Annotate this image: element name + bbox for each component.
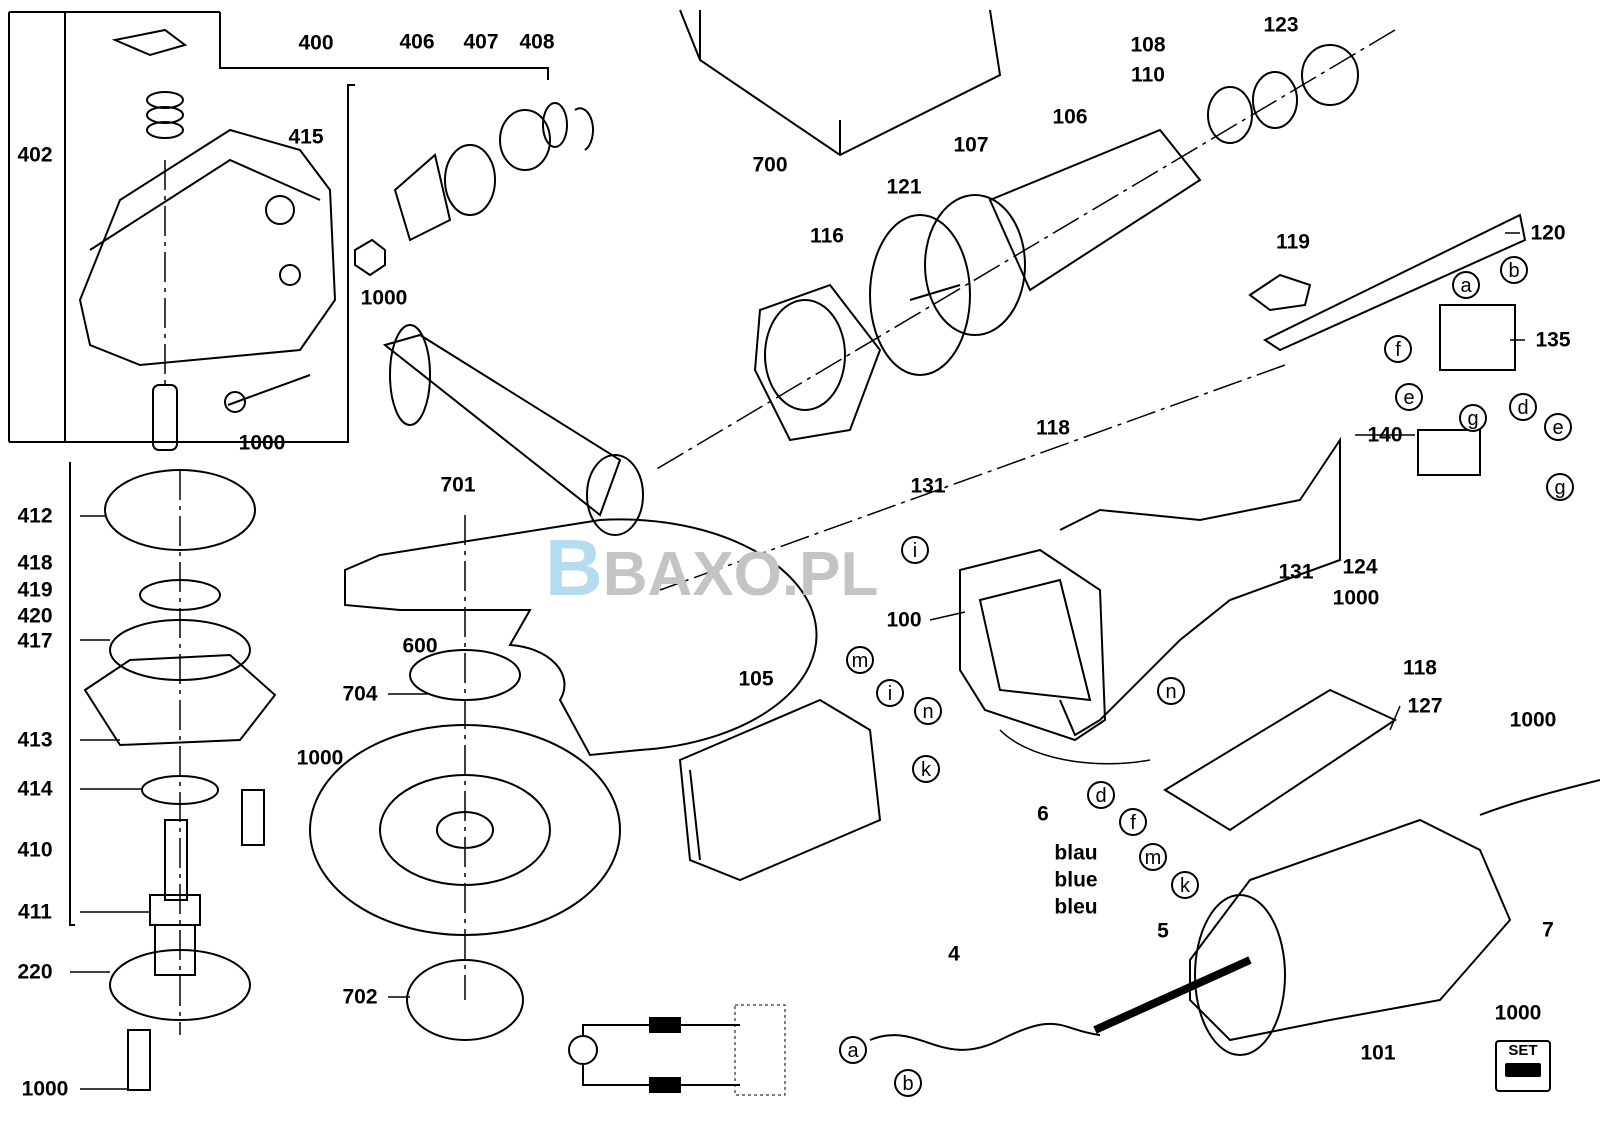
- part-stator: [678, 698, 882, 882]
- part-label: 419: [17, 578, 53, 602]
- part-label: 408: [519, 30, 555, 54]
- screw-icon: [1505, 1063, 1541, 1077]
- group-bracket-400: [8, 11, 549, 926]
- connector-marker: d: [1509, 393, 1537, 421]
- connector-marker: f: [1119, 808, 1147, 836]
- part-label: 418: [17, 551, 53, 575]
- part-label: 406: [399, 30, 435, 54]
- connector-marker: b: [1500, 256, 1528, 284]
- part-pinion-bearing: [224, 102, 594, 413]
- part-label: 119: [1276, 230, 1310, 254]
- wire-color-label: blau: [1054, 841, 1098, 865]
- part-label: 1000: [296, 746, 344, 770]
- part-label: 140: [1367, 423, 1403, 447]
- part-label: 100: [886, 608, 922, 632]
- part-label: 135: [1535, 328, 1571, 352]
- set-badge-text: SET: [1508, 1042, 1538, 1059]
- part-label: 108: [1130, 33, 1166, 57]
- part-label: 6: [1037, 802, 1049, 826]
- connector-marker: k: [1171, 871, 1199, 899]
- part-label: 417: [17, 629, 53, 653]
- part-label: 127: [1407, 694, 1443, 718]
- part-label: 124: [1342, 555, 1378, 579]
- part-label: 105: [738, 667, 774, 691]
- part-label: 116: [810, 224, 844, 248]
- connector-marker: m: [846, 646, 874, 674]
- wiring-schematic: [568, 1004, 786, 1096]
- connector-marker: i: [901, 536, 929, 564]
- part-label: 131: [1278, 560, 1314, 584]
- part-gear-head-cover: [78, 28, 337, 451]
- part-label: 411: [18, 900, 52, 924]
- part-label: 106: [1052, 105, 1088, 129]
- part-spindle-assembly: [83, 469, 277, 1091]
- part-label: 1000: [1494, 1001, 1542, 1025]
- connector-marker: i: [876, 679, 904, 707]
- part-label: 704: [342, 682, 378, 706]
- connector-marker: b: [894, 1069, 922, 1097]
- part-label: 1000: [1332, 586, 1380, 610]
- part-label: 701: [440, 473, 476, 497]
- part-label: 415: [288, 125, 324, 149]
- connector-marker: e: [1544, 413, 1572, 441]
- leader-lines: [70, 232, 1525, 1090]
- part-label: 407: [463, 30, 499, 54]
- connector-marker: a: [1452, 271, 1480, 299]
- wire-color-label: bleu: [1054, 895, 1098, 919]
- part-label: 121: [886, 175, 922, 199]
- part-label: 700: [752, 153, 788, 177]
- part-brush-plate: [1163, 688, 1398, 832]
- part-armature: [753, 44, 1359, 442]
- part-label: 1000: [21, 1077, 69, 1101]
- part-motor-housing: [959, 436, 1341, 765]
- wire-color-label: blue: [1054, 868, 1098, 892]
- watermark-text: BAXO.PL: [602, 540, 879, 609]
- part-label: 1000: [238, 431, 286, 455]
- connector-marker: k: [912, 755, 940, 783]
- part-label: 131: [910, 474, 946, 498]
- connector-marker: d: [1087, 781, 1115, 809]
- part-wheel-guard: [309, 518, 818, 1041]
- connector-marker: g: [1546, 473, 1574, 501]
- part-label: 420: [17, 604, 53, 628]
- part-carrying-case: [679, 9, 1002, 157]
- part-label: 220: [17, 960, 53, 984]
- part-label: 412: [17, 504, 53, 528]
- part-label: 118: [1403, 656, 1437, 680]
- part-label: 7: [1542, 918, 1554, 942]
- set-badge: SET: [1495, 1040, 1551, 1092]
- watermark: BBAXO.PL: [545, 528, 879, 610]
- part-switch-rod: [1248, 213, 1527, 476]
- watermark-logo: B: [545, 523, 603, 612]
- part-rear-handle: [869, 779, 1600, 1056]
- part-label: 400: [298, 31, 334, 55]
- part-label: 1000: [360, 286, 408, 310]
- part-label: 414: [17, 777, 53, 801]
- part-label: 118: [1036, 416, 1070, 440]
- connector-marker: e: [1395, 383, 1423, 411]
- connector-marker: m: [1139, 843, 1167, 871]
- part-label: 5: [1157, 919, 1169, 943]
- part-label: 120: [1530, 221, 1566, 245]
- part-label: 413: [17, 728, 53, 752]
- part-label: 107: [953, 133, 989, 157]
- part-label: 101: [1360, 1041, 1396, 1065]
- part-label: 123: [1263, 13, 1299, 37]
- part-label: 600: [402, 634, 438, 658]
- connector-marker: f: [1384, 335, 1412, 363]
- part-label: 110: [1131, 63, 1165, 87]
- part-label: 410: [17, 838, 53, 862]
- connector-marker: n: [914, 697, 942, 725]
- part-label: 1000: [1509, 708, 1557, 732]
- part-side-handle: [382, 324, 644, 536]
- part-label: 4: [948, 942, 960, 966]
- part-label: 702: [342, 985, 378, 1009]
- connector-marker: n: [1157, 677, 1185, 705]
- connector-marker: g: [1459, 404, 1487, 432]
- part-label: 402: [17, 143, 53, 167]
- connector-marker: a: [839, 1036, 867, 1064]
